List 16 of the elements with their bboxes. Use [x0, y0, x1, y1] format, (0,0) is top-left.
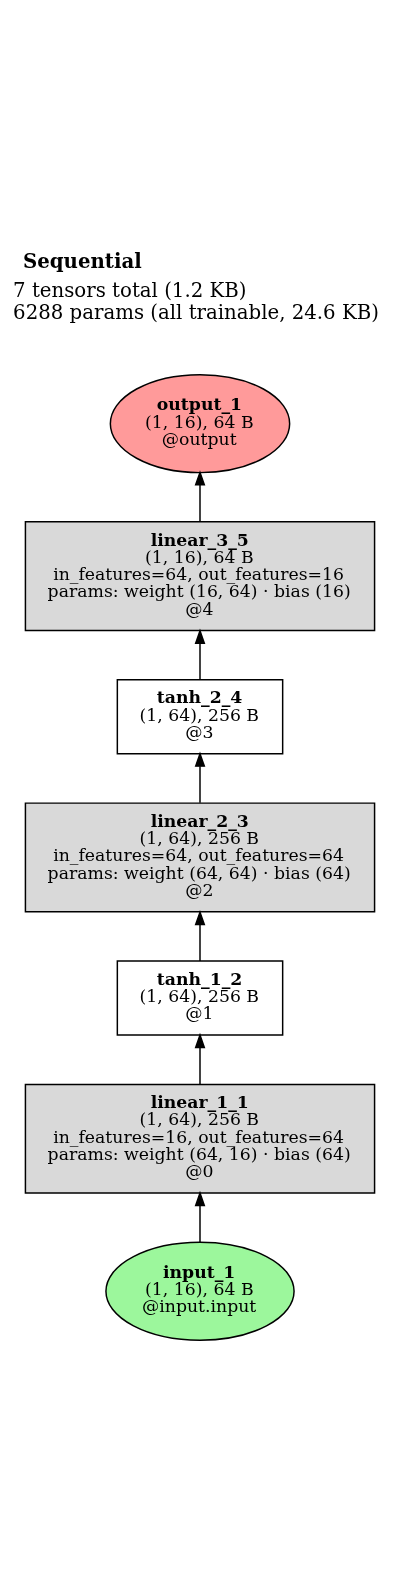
arrow — [194, 1190, 206, 1243]
arrow — [194, 751, 206, 803]
node-box: tanh_2_4 (1, 64), 256 B @3 — [116, 678, 284, 754]
node-ellipse: output_1 (1, 16), 64 B @output — [109, 373, 291, 473]
diagram-title: Sequential — [22, 248, 142, 273]
arrow — [194, 1032, 206, 1085]
node-box: tanh_1_2 (1, 64), 256 B @1 — [116, 959, 284, 1036]
node-box: linear_1_1 (1, 64), 256 B in_features=16, out_features=64 params: weight (64, 16) · bias (64) @0 — [24, 1083, 376, 1194]
arrow — [194, 628, 206, 680]
arrow — [194, 469, 206, 522]
label: 7 tensors total (1.2 KB) — [13, 278, 247, 302]
arrow — [194, 909, 206, 962]
node-box: linear_2_3 (1, 64), 256 B in_features=64, out_features=64 params: weight (64, 64) · bias (64) @2 — [24, 801, 376, 912]
node-ellipse: input_1 (1, 16), 64 B @input.input — [105, 1241, 295, 1341]
label: 6288 params (all trainable, 24.6 KB) — [13, 300, 379, 324]
node-box: linear_3_5 (1, 16), 64 B in_features=64, out_features=16 params: weight (16, 64) · bias (16) @4 — [24, 520, 376, 631]
